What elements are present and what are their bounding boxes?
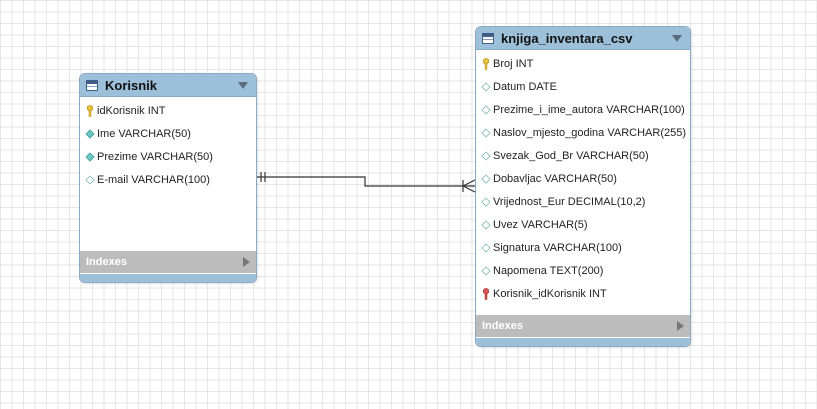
column-label: Svezak_God_Br VARCHAR(50) [493,149,649,162]
table-column[interactable]: Signatura VARCHAR(100) [476,236,690,259]
foreign-key-icon [482,287,490,300]
primary-key-icon [482,57,490,70]
not-null-column-icon [85,151,95,162]
table-icon [86,79,98,91]
relationship-line [255,176,475,187]
table-column[interactable]: Prezime VARCHAR(50) [80,145,256,168]
table-column[interactable]: Prezime_i_ime_autora VARCHAR(100) [476,98,690,121]
table-icon [482,32,494,44]
table-column[interactable]: Svezak_God_Br VARCHAR(50) [476,144,690,167]
column-label: Signatura VARCHAR(100) [493,241,622,254]
crows-foot-prong [462,185,476,193]
table-column[interactable]: Uvez VARCHAR(5) [476,213,690,236]
table-header[interactable]: Korisnik [80,74,256,97]
table-column[interactable]: Naslov_mjesto_godina VARCHAR(255) [476,121,690,144]
table-column[interactable]: Ime VARCHAR(50) [80,122,256,145]
nullable-column-icon [481,196,491,207]
crows-foot-prong [462,179,476,187]
nullable-column-icon [481,219,491,230]
column-label: Vrijednost_Eur DECIMAL(10,2) [493,195,646,208]
column-list: Broj INT Datum DATE Prezime_i_ime_autora V… [476,50,690,305]
collapse-icon[interactable] [238,81,248,89]
table-knjiga-inventara-csv[interactable]: knjiga_inventara_csv Broj INT Datum DATE P… [475,26,691,347]
table-footer [476,338,690,346]
nullable-column-icon [481,242,491,253]
column-label: idKorisnik INT [97,104,166,117]
table-column[interactable]: Napomena TEXT(200) [476,259,690,282]
table-column[interactable]: idKorisnik INT [80,99,256,122]
column-label: E-mail VARCHAR(100) [97,173,210,186]
nullable-column-icon [481,81,491,92]
expand-icon[interactable] [243,257,250,267]
table-column[interactable]: Dobavljac VARCHAR(50) [476,167,690,190]
primary-key-icon [86,104,94,117]
collapse-icon[interactable] [672,34,682,42]
table-title: knjiga_inventara_csv [501,30,633,46]
column-label: Ime VARCHAR(50) [97,127,191,140]
column-label: Dobavljac VARCHAR(50) [493,172,617,185]
column-label: Prezime VARCHAR(50) [97,150,213,163]
table-title: Korisnik [105,77,158,93]
column-label: Prezime_i_ime_autora VARCHAR(100) [493,103,685,116]
table-header[interactable]: knjiga_inventara_csv [476,27,690,50]
nullable-column-icon [481,127,491,138]
indexes-label: Indexes [482,320,523,332]
column-label: Uvez VARCHAR(5) [493,218,588,231]
not-null-column-icon [85,128,95,139]
column-label: Datum DATE [493,80,557,93]
expand-icon[interactable] [677,321,684,331]
table-column[interactable]: Datum DATE [476,75,690,98]
indexes-section[interactable]: Indexes [476,315,690,337]
column-list: idKorisnik INT Ime VARCHAR(50) Prezime VAR… [80,97,256,191]
table-korisnik[interactable]: Korisnik idKorisnik INT Ime VARCHAR(50) Pr… [79,73,257,283]
nullable-column-icon [481,173,491,184]
column-label: Korisnik_idKorisnik INT [493,287,607,300]
indexes-label: Indexes [86,256,127,268]
nullable-column-icon [481,150,491,161]
table-column[interactable]: Broj INT [476,52,690,75]
nullable-column-icon [481,265,491,276]
table-footer [80,274,256,282]
nullable-column-icon [481,104,491,115]
column-label: Naslov_mjesto_godina VARCHAR(255) [493,126,686,139]
indexes-section[interactable]: Indexes [80,251,256,273]
column-label: Broj INT [493,57,534,70]
nullable-column-icon [85,174,95,185]
table-column[interactable]: Korisnik_idKorisnik INT [476,282,690,305]
column-label: Napomena TEXT(200) [493,264,604,277]
table-column[interactable]: E-mail VARCHAR(100) [80,168,256,191]
table-column[interactable]: Vrijednost_Eur DECIMAL(10,2) [476,190,690,213]
